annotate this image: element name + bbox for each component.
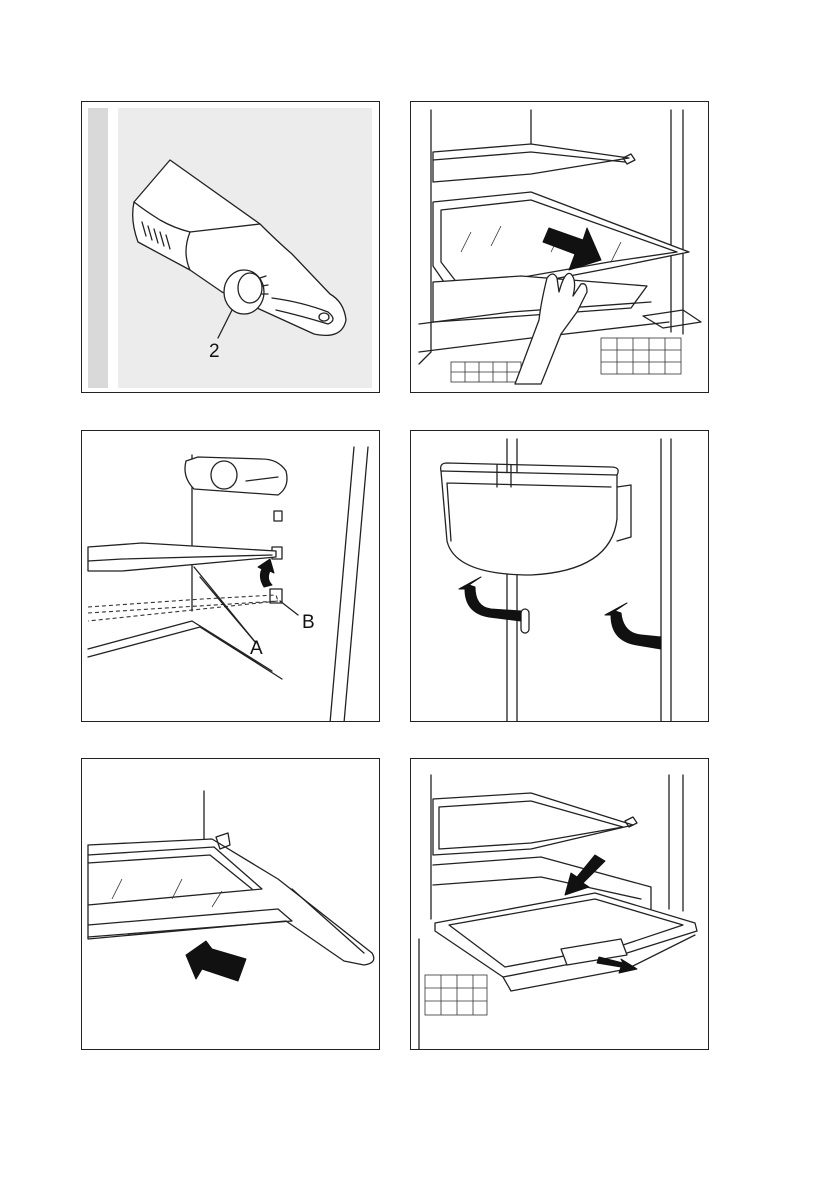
upper-shelf xyxy=(433,144,629,182)
curved-arrow-icon xyxy=(258,559,274,587)
figure-panel-shelf-supports: A B xyxy=(81,430,380,722)
lift-arrow-left-icon xyxy=(459,577,521,621)
balcony-slot xyxy=(521,609,529,633)
figure-panel-remove-shelf xyxy=(410,101,709,393)
crisper-cover-illustration xyxy=(411,759,709,1050)
door-liner-right xyxy=(661,439,671,722)
shelf-lower-position xyxy=(88,595,278,621)
crisper-cover xyxy=(435,893,697,977)
callout-label-2: 2 xyxy=(209,342,220,361)
upper-shelf xyxy=(433,793,633,855)
push-arrow-icon xyxy=(186,941,246,981)
door-balcony-illustration xyxy=(411,431,709,722)
shelf-supports-illustration xyxy=(82,431,380,722)
shelf-bracket xyxy=(643,310,701,328)
figure-panel-door-balcony xyxy=(410,430,709,722)
remove-shelf-illustration xyxy=(411,102,709,393)
ventilation-grid xyxy=(425,975,487,1015)
door-edge xyxy=(330,447,368,722)
grey-band xyxy=(88,108,108,388)
slide-shelf-illustration xyxy=(82,759,380,1050)
peg-upper xyxy=(274,511,282,521)
ventilation-grid xyxy=(451,338,681,382)
figure-panel-control-knob: 2 xyxy=(81,101,380,393)
lift-arrow-right-icon xyxy=(605,603,661,649)
figure-panel-crisper-cover xyxy=(410,758,709,1050)
cabinet-right-wall xyxy=(669,775,683,911)
callout-label-a: A xyxy=(250,639,263,658)
callout-label-b: B xyxy=(302,613,315,632)
callout-leader-b xyxy=(280,601,298,615)
control-knob-illustration xyxy=(82,102,380,393)
figure-panel-slide-shelf xyxy=(81,758,380,1050)
glass-shelf xyxy=(88,839,374,965)
down-arrow-icon xyxy=(565,855,605,895)
cabinet-left-wall xyxy=(419,110,431,364)
cabinet-right-wall xyxy=(671,110,683,334)
knob-icon xyxy=(211,461,237,489)
